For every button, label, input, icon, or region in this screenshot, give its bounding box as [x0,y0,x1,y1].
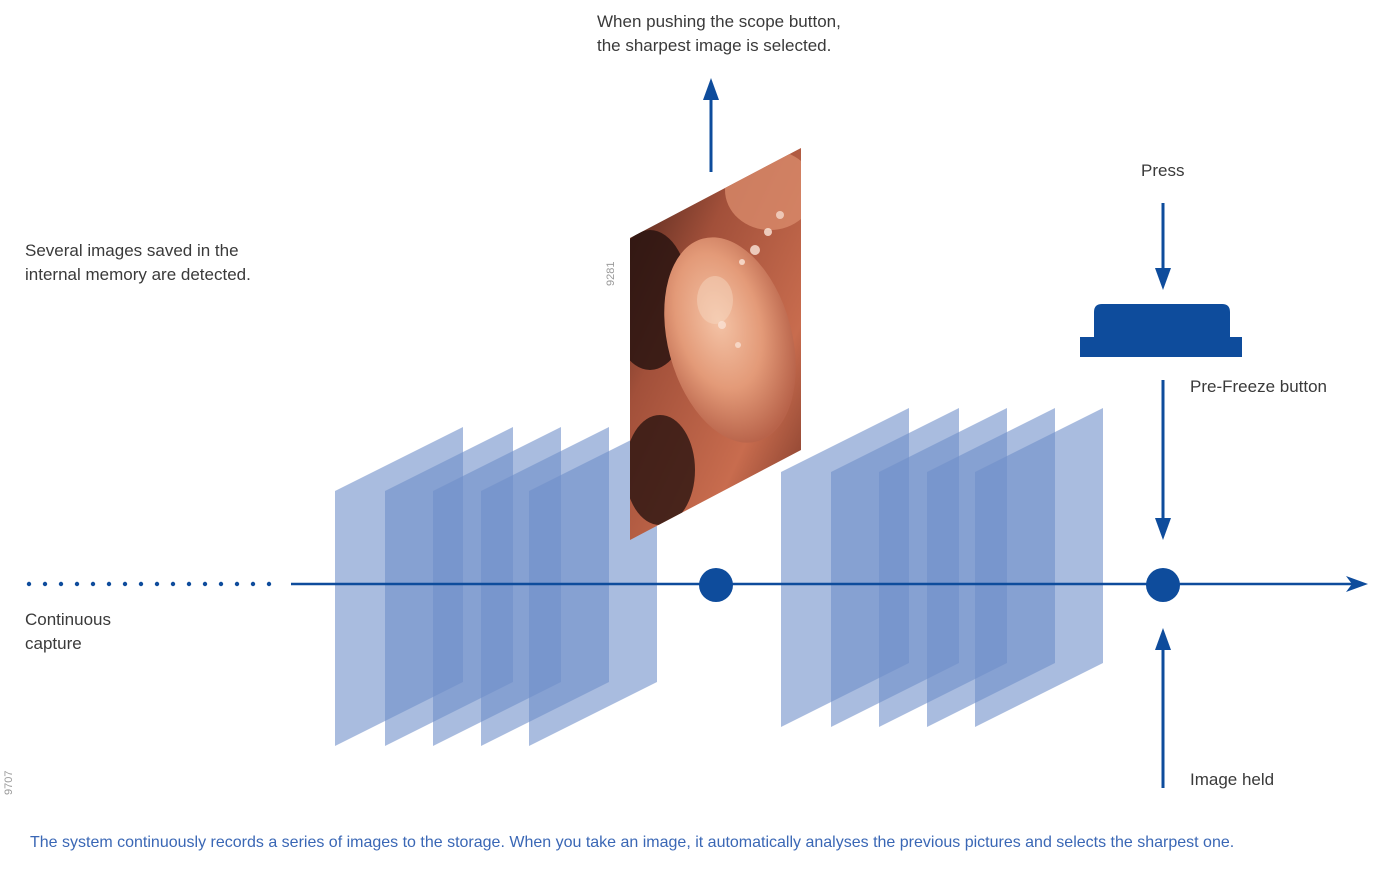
image-held-arrowhead [1155,628,1171,650]
prefreeze-button-label: Pre-Freeze button [1190,375,1327,399]
press-label: Press [1141,159,1184,183]
memory-label: Several images saved in the internal mem… [25,239,251,287]
figure-caption: The system continuously records a series… [30,832,1350,854]
freeze-point-marker [1146,568,1180,602]
continuous-capture-label: Continuous capture [25,608,111,656]
selection-arrowhead [703,78,719,100]
frame-stack-right [781,408,1103,727]
memory-label-line2: internal memory are detected. [25,263,251,287]
photo-reference-code: 9281 [605,262,617,286]
selection-point-marker [699,568,733,602]
press-arrowhead [1155,268,1171,290]
figure-reference-code: 9707 [3,771,15,795]
prefreeze-arrowhead [1155,518,1171,540]
scope-selection-label: When pushing the scope button, the sharp… [597,10,841,58]
image-held-label: Image held [1190,768,1274,792]
pre-freeze-button-icon [1080,304,1242,357]
continuous-label-line2: capture [25,632,111,656]
scope-label-line1: When pushing the scope button, [597,10,841,34]
continuous-label-line1: Continuous [25,608,111,632]
memory-label-line1: Several images saved in the [25,239,251,263]
timeline-dots [27,582,271,586]
frame-stack-left [335,427,657,746]
scope-label-line2: the sharpest image is selected. [597,34,841,58]
